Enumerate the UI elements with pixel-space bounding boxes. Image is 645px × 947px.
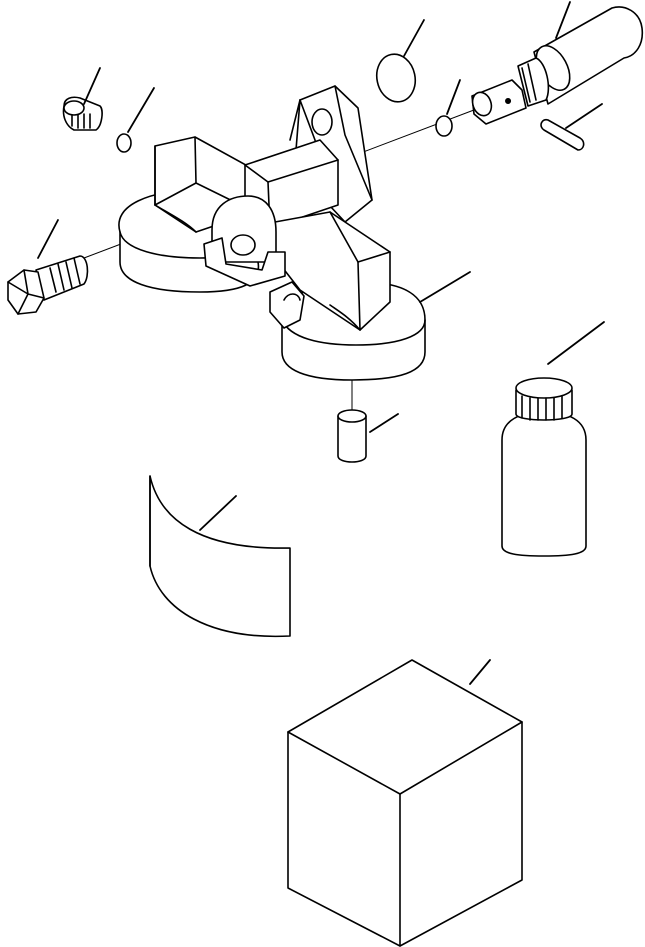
leader-o-ring-medium <box>446 79 461 115</box>
leader-o-ring-small <box>127 87 155 133</box>
oil-cooler-housing-icon <box>118 85 426 381</box>
dowel-pin-icon <box>337 409 367 463</box>
leader-relief-valve-spool <box>555 1 571 39</box>
leader-flange-bolt <box>37 219 59 259</box>
sealant-bottle-icon <box>501 377 587 557</box>
check-valve-plug-icon <box>62 96 103 131</box>
o-ring-large-icon <box>375 53 417 103</box>
kit-box-icon <box>287 659 523 947</box>
relief-valve-spool-icon <box>471 6 644 125</box>
leader-kit-box <box>469 659 491 685</box>
flange-bolt-icon <box>7 255 89 315</box>
gasket-sheet-icon <box>149 475 291 638</box>
leader-roll-pin <box>565 103 603 129</box>
leader-dowel-pin <box>369 413 399 433</box>
leader-gasket-sheet <box>199 495 237 531</box>
roll-pin-icon <box>540 118 585 151</box>
leader-check-valve-plug <box>83 67 101 105</box>
leader-housing <box>419 271 471 303</box>
leader-sealant-bottle <box>547 321 605 365</box>
leader-o-ring-large <box>403 19 425 57</box>
o-ring-small-icon <box>116 133 132 153</box>
o-ring-medium-icon <box>435 115 453 137</box>
